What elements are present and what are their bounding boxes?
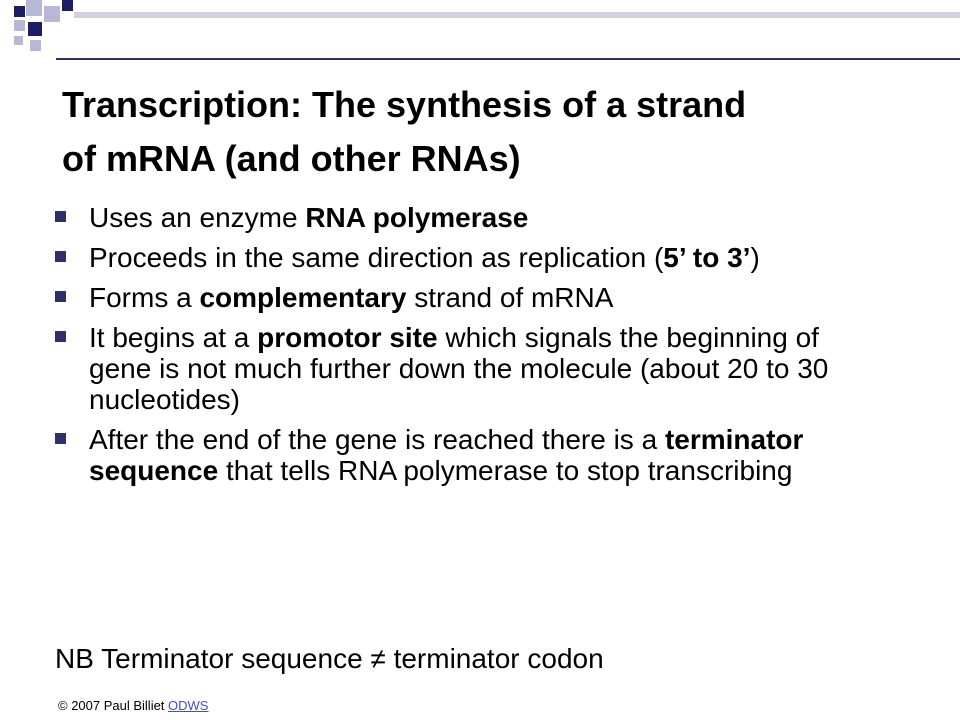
slide-title-line-1: Transcription: The synthesis of a strand [62, 84, 747, 125]
corner-square-lavender [44, 6, 60, 22]
bullet-text: ) [750, 242, 760, 273]
slide-title: Transcription: The synthesis of a strand… [62, 78, 922, 186]
bullet-item: After the end of the gene is reached the… [55, 424, 875, 486]
bullet-bold-text: RNA polymerase [305, 202, 529, 233]
bullet-text: Uses an enzyme [89, 202, 306, 233]
bullet-bold-text: 5’ to 3’ [663, 242, 751, 273]
bullet-bold-text: complementary [199, 282, 407, 313]
square-bullet-icon [55, 251, 66, 262]
slide-title-line-2: of mRNA (and other RNAs) [62, 138, 521, 179]
bullet-text: Proceeds in the same direction as replic… [89, 242, 664, 273]
bullet-item: Uses an enzyme RNA polymerase [55, 202, 875, 233]
corner-square-navy [14, 6, 25, 17]
title-rule [56, 58, 960, 60]
corner-square-lavender [26, 0, 42, 16]
corner-square-lavender [14, 36, 23, 45]
bullet-item: Proceeds in the same direction as replic… [55, 242, 875, 273]
square-bullet-icon [55, 291, 66, 302]
corner-square-navy [62, 0, 73, 11]
bullet-bold-text: promotor site [257, 322, 438, 353]
bullet-text: strand of mRNA [406, 282, 614, 313]
bullet-text: Forms a [89, 282, 200, 313]
square-bullet-icon [55, 433, 66, 444]
bullet-text: It begins at a [89, 322, 258, 353]
bullet-item: Forms a complementary strand of mRNA [55, 282, 875, 313]
bullet-bold-text: terminator sequence [89, 424, 804, 486]
corner-square-lavender [14, 20, 25, 31]
square-bullet-icon [55, 331, 66, 342]
corner-square-navy [28, 22, 42, 36]
bullet-list: Uses an enzyme RNA polymerase Proceeds i… [55, 202, 875, 495]
header-band [74, 12, 960, 18]
bullet-text: that tells RNA polymerase to stop transc… [218, 455, 793, 486]
bullet-text: After the end of the gene is reached the… [89, 424, 665, 455]
copyright-text: © 2007 Paul Billiet [58, 698, 169, 713]
bullet-text: which signals the beginning of gene is n… [89, 322, 829, 415]
footer-credit: © 2007 Paul Billiet ODWS [58, 698, 208, 714]
square-bullet-icon [55, 211, 66, 222]
corner-square-lavender [30, 40, 41, 51]
note-text: NB Terminator sequence ≠ terminator codo… [55, 643, 604, 674]
bullet-item: It begins at a promotor site which signa… [55, 322, 875, 415]
odws-link[interactable]: ODWS [168, 698, 209, 713]
